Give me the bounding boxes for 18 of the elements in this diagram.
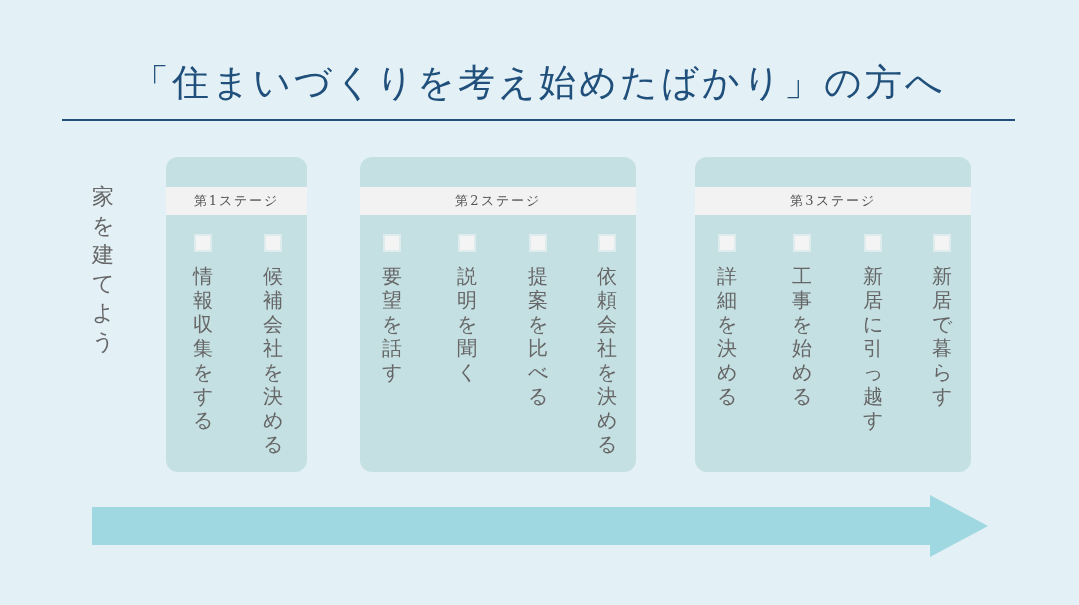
checklist-item-text: 説明を聞く <box>456 264 478 384</box>
checklist-item-text: 情報収集をする <box>191 264 214 432</box>
stage-panel <box>360 157 636 472</box>
checklist-item-text: 新居に引っ越す <box>862 264 884 432</box>
stage-header: 第3ステージ <box>695 187 971 215</box>
checklist-item-text: 要望を話す <box>381 264 403 384</box>
side-label: 家を建てよう <box>90 183 116 356</box>
checklist-item-text: 工事を始める <box>791 264 813 408</box>
checklist-item-text: 提案を比べる <box>527 264 549 408</box>
stage-panel <box>166 157 307 472</box>
checklist-item-text: 依頼会社を決める <box>596 264 618 456</box>
title: 「住まいづくりを考え始めたばかり」の方へ <box>130 60 947 106</box>
stage-panel <box>695 157 971 472</box>
stage-header: 第2ステージ <box>360 187 636 215</box>
stage-header: 第1ステージ <box>166 187 307 215</box>
checklist-item-text: 詳細を決める <box>716 264 738 408</box>
checklist-item-text: 新居で暮らす <box>931 264 953 408</box>
checklist-item-text: 候補会社を決める <box>262 264 284 456</box>
